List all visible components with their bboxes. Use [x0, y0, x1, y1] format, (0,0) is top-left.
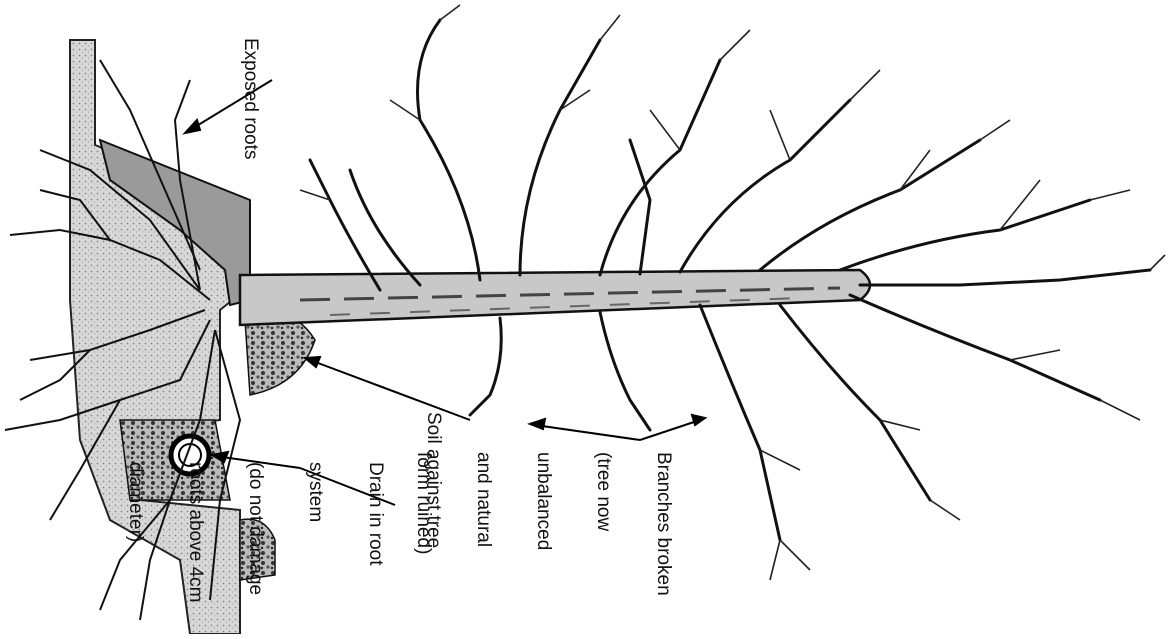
- label-line: diameter): [125, 462, 145, 602]
- label-exposed-roots: Exposed roots: [220, 38, 300, 159]
- label-line: roots above 4cm: [185, 462, 205, 602]
- label-drain: Drain in root system (do not damage root…: [105, 462, 425, 602]
- label-branches: Branches broken (tree now unbalanced and…: [393, 452, 713, 596]
- label-line: Branches broken: [653, 452, 673, 596]
- label-line: form ruined): [413, 452, 433, 596]
- label-line: system: [305, 462, 325, 602]
- label-line: and natural: [473, 452, 493, 596]
- label-line: (tree now: [593, 452, 613, 596]
- label-line: Exposed roots: [240, 38, 260, 159]
- label-line: (do not damage: [245, 462, 265, 602]
- label-line: Drain in root: [365, 462, 385, 602]
- label-line: unbalanced: [533, 452, 553, 596]
- trunk: [240, 270, 870, 325]
